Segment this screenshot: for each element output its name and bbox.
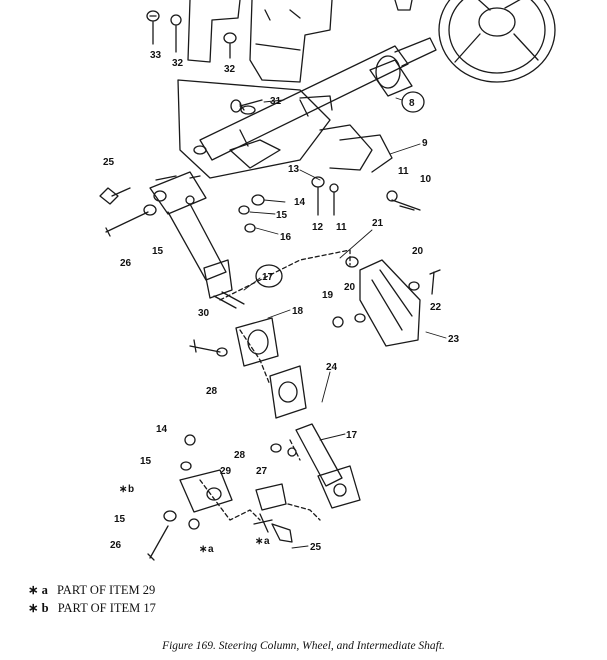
- svg-text:29: 29: [220, 466, 232, 477]
- svg-text:9: 9: [422, 138, 428, 149]
- svg-text:8: 8: [409, 98, 415, 109]
- svg-text:11: 11: [398, 166, 409, 177]
- svg-text:19: 19: [322, 290, 334, 301]
- footnote-text: PART OF ITEM 29: [56, 583, 156, 597]
- svg-text:32: 32: [224, 64, 236, 75]
- upper-bracket: [187, 0, 333, 83]
- fasteners-upper: [230, 99, 421, 233]
- steering-column: [199, 37, 437, 161]
- footnote-text: PART OF ITEM 17: [57, 601, 156, 615]
- svg-text:a: a: [264, 536, 270, 547]
- svg-text:27: 27: [256, 466, 268, 477]
- svg-text:20: 20: [344, 282, 356, 293]
- svg-text:18: 18: [292, 306, 304, 317]
- lower-u-joint: [147, 434, 293, 561]
- callout-labels: 33 32 32 31 8 9 25 13 14 15 11 10 12 11 …: [103, 50, 460, 555]
- svg-text:14: 14: [294, 197, 306, 208]
- svg-text:b: b: [128, 484, 134, 495]
- hardware-33-32: [146, 10, 237, 59]
- svg-text:23: 23: [448, 334, 460, 345]
- callout-17-circle: [255, 264, 283, 288]
- svg-text:15: 15: [140, 456, 152, 467]
- column-support-bracket: [177, 79, 393, 179]
- svg-text:∗: ∗: [199, 544, 207, 555]
- svg-text:33: 33: [150, 50, 162, 61]
- svg-text:28: 28: [206, 386, 218, 397]
- svg-text:17: 17: [262, 272, 274, 283]
- svg-text:31: 31: [270, 96, 282, 107]
- svg-text:16: 16: [280, 232, 292, 243]
- svg-text:10: 10: [420, 174, 432, 185]
- footnote-a: ∗ a PART OF ITEM 29: [28, 581, 156, 599]
- svg-text:15: 15: [276, 210, 288, 221]
- lower-plate: [269, 365, 307, 419]
- svg-text:30: 30: [198, 308, 210, 319]
- svg-text:15: 15: [152, 246, 164, 257]
- footnote-mark: ∗ b: [28, 601, 49, 615]
- exploded-parts-diagram: 33 32 32 31 8 9 25 13 14 15 11 10 12 11 …: [99, 0, 556, 561]
- fasteners-left: [99, 187, 157, 237]
- svg-text:17: 17: [346, 430, 358, 441]
- svg-text:25: 25: [310, 542, 322, 553]
- svg-text:15: 15: [114, 514, 126, 525]
- svg-text:26: 26: [120, 258, 132, 269]
- svg-text:14: 14: [156, 424, 168, 435]
- svg-text:∗: ∗: [255, 536, 263, 547]
- flange-plate: [189, 317, 279, 367]
- callout-8-circle: [401, 91, 425, 113]
- svg-text:32: 32: [172, 58, 184, 69]
- svg-text:12: 12: [312, 222, 324, 233]
- svg-text:25: 25: [103, 157, 115, 168]
- upper-u-joint: [149, 171, 245, 309]
- svg-text:28: 28: [234, 450, 246, 461]
- footnote-mark: ∗ a: [28, 583, 48, 597]
- steering-wheel: [394, 0, 556, 83]
- svg-text:20: 20: [412, 246, 424, 257]
- intermediate-shaft: [270, 423, 361, 509]
- svg-text:a: a: [208, 544, 214, 555]
- leader-lines: [243, 97, 447, 549]
- footnotes: ∗ a PART OF ITEM 29 ∗ b PART OF ITEM 17: [28, 581, 156, 617]
- footnote-b: ∗ b PART OF ITEM 17: [28, 599, 156, 617]
- svg-text:21: 21: [372, 218, 384, 229]
- svg-text:24: 24: [326, 362, 338, 373]
- svg-text:26: 26: [110, 540, 122, 551]
- svg-text:13: 13: [288, 164, 300, 175]
- svg-text:11: 11: [336, 222, 347, 233]
- steering-gear-bracket: [332, 256, 441, 347]
- svg-text:22: 22: [430, 302, 442, 313]
- figure-caption: Figure 169. Steering Column, Wheel, and …: [162, 640, 445, 652]
- svg-text:∗: ∗: [119, 484, 127, 495]
